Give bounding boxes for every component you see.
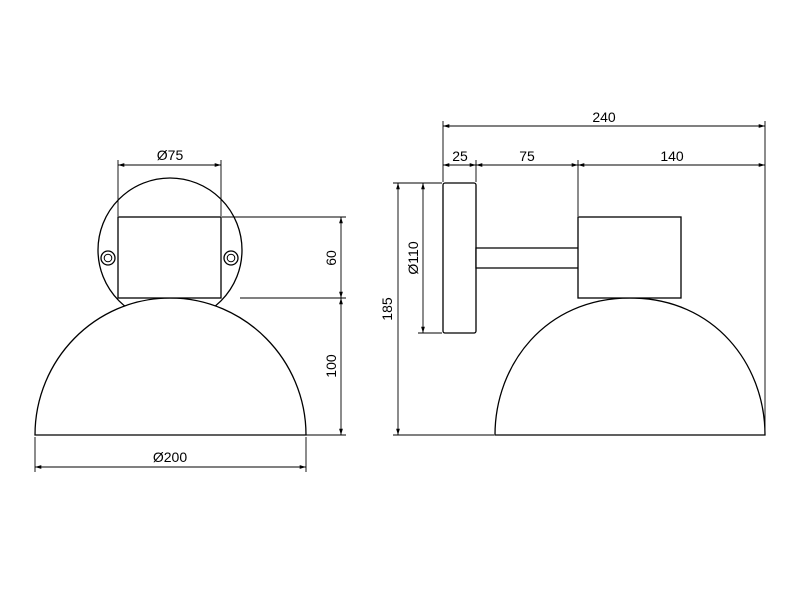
dim-canopy-width-label: Ø75 (157, 147, 184, 163)
side-socket-body (577, 216, 682, 299)
dim-shade-diameter: Ø200 (34, 437, 307, 472)
dim-plate-depth-label: 25 (452, 148, 468, 164)
side-view: 240 25 75 140 Ø110 185 (379, 109, 766, 436)
dim-overall-depth-label: 240 (592, 109, 616, 125)
front-screw-left (100, 250, 116, 266)
side-arm (475, 247, 582, 269)
dim-overall-depth: 240 (442, 109, 766, 434)
dim-shade-height-label: 100 (323, 354, 339, 378)
dim-overall-height-label: 185 (379, 297, 395, 321)
dim-chain: 25 75 140 (443, 148, 765, 216)
front-screw-right (223, 250, 239, 266)
dim-canopy-width: Ø75 (117, 147, 222, 216)
dim-shade-height: 100 (306, 298, 346, 436)
dim-overall-height: 185 (379, 182, 494, 436)
front-socket-body (117, 216, 222, 299)
dim-body-height: 60 (222, 216, 346, 299)
dim-arm-length-label: 75 (519, 148, 535, 164)
side-wall-plate (442, 182, 477, 334)
dim-plate-diameter-label: Ø110 (405, 241, 421, 274)
front-shade (34, 297, 307, 436)
dim-body-height-label: 60 (323, 250, 339, 266)
dim-shade-depth-label: 140 (660, 148, 684, 164)
dim-plate-diameter: Ø110 (405, 182, 442, 334)
side-shade (494, 297, 766, 436)
front-view: Ø75 60 100 Ø200 (34, 147, 346, 472)
dim-shade-diameter-label: Ø200 (153, 449, 187, 465)
